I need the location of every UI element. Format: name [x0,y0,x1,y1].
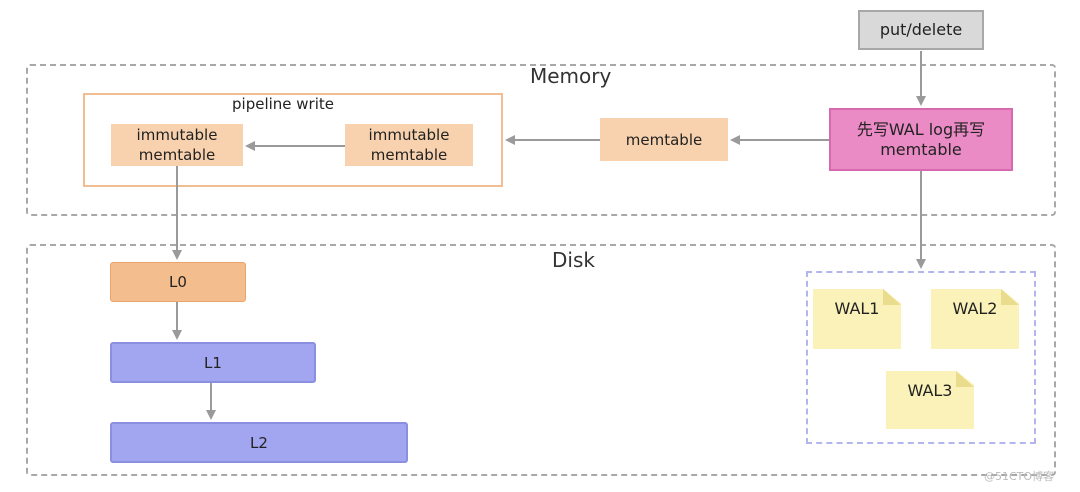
pipeline-write-box [83,93,503,187]
immutable-memtable-left: immutable memtable [111,124,243,166]
memory-title: Memory [530,64,612,88]
put-delete-box: put/delete [858,10,984,50]
wal-file-1: WAL1 [813,289,901,349]
wal-files-container [806,271,1036,444]
pipeline-write-title: pipeline write [232,95,334,113]
memtable-box: memtable [600,118,728,161]
watermark-text: @51CTO博客 [984,470,1055,483]
immutable-memtable-right: immutable memtable [345,124,473,166]
wal-then-memtable-box: 先写WAL log再写 memtable [829,108,1013,171]
level-l0: L0 [110,262,246,302]
disk-title: Disk [552,248,595,272]
disk-region [26,244,1056,476]
level-l1: L1 [110,342,316,383]
memory-region [26,64,1056,216]
level-l2: L2 [110,422,408,463]
